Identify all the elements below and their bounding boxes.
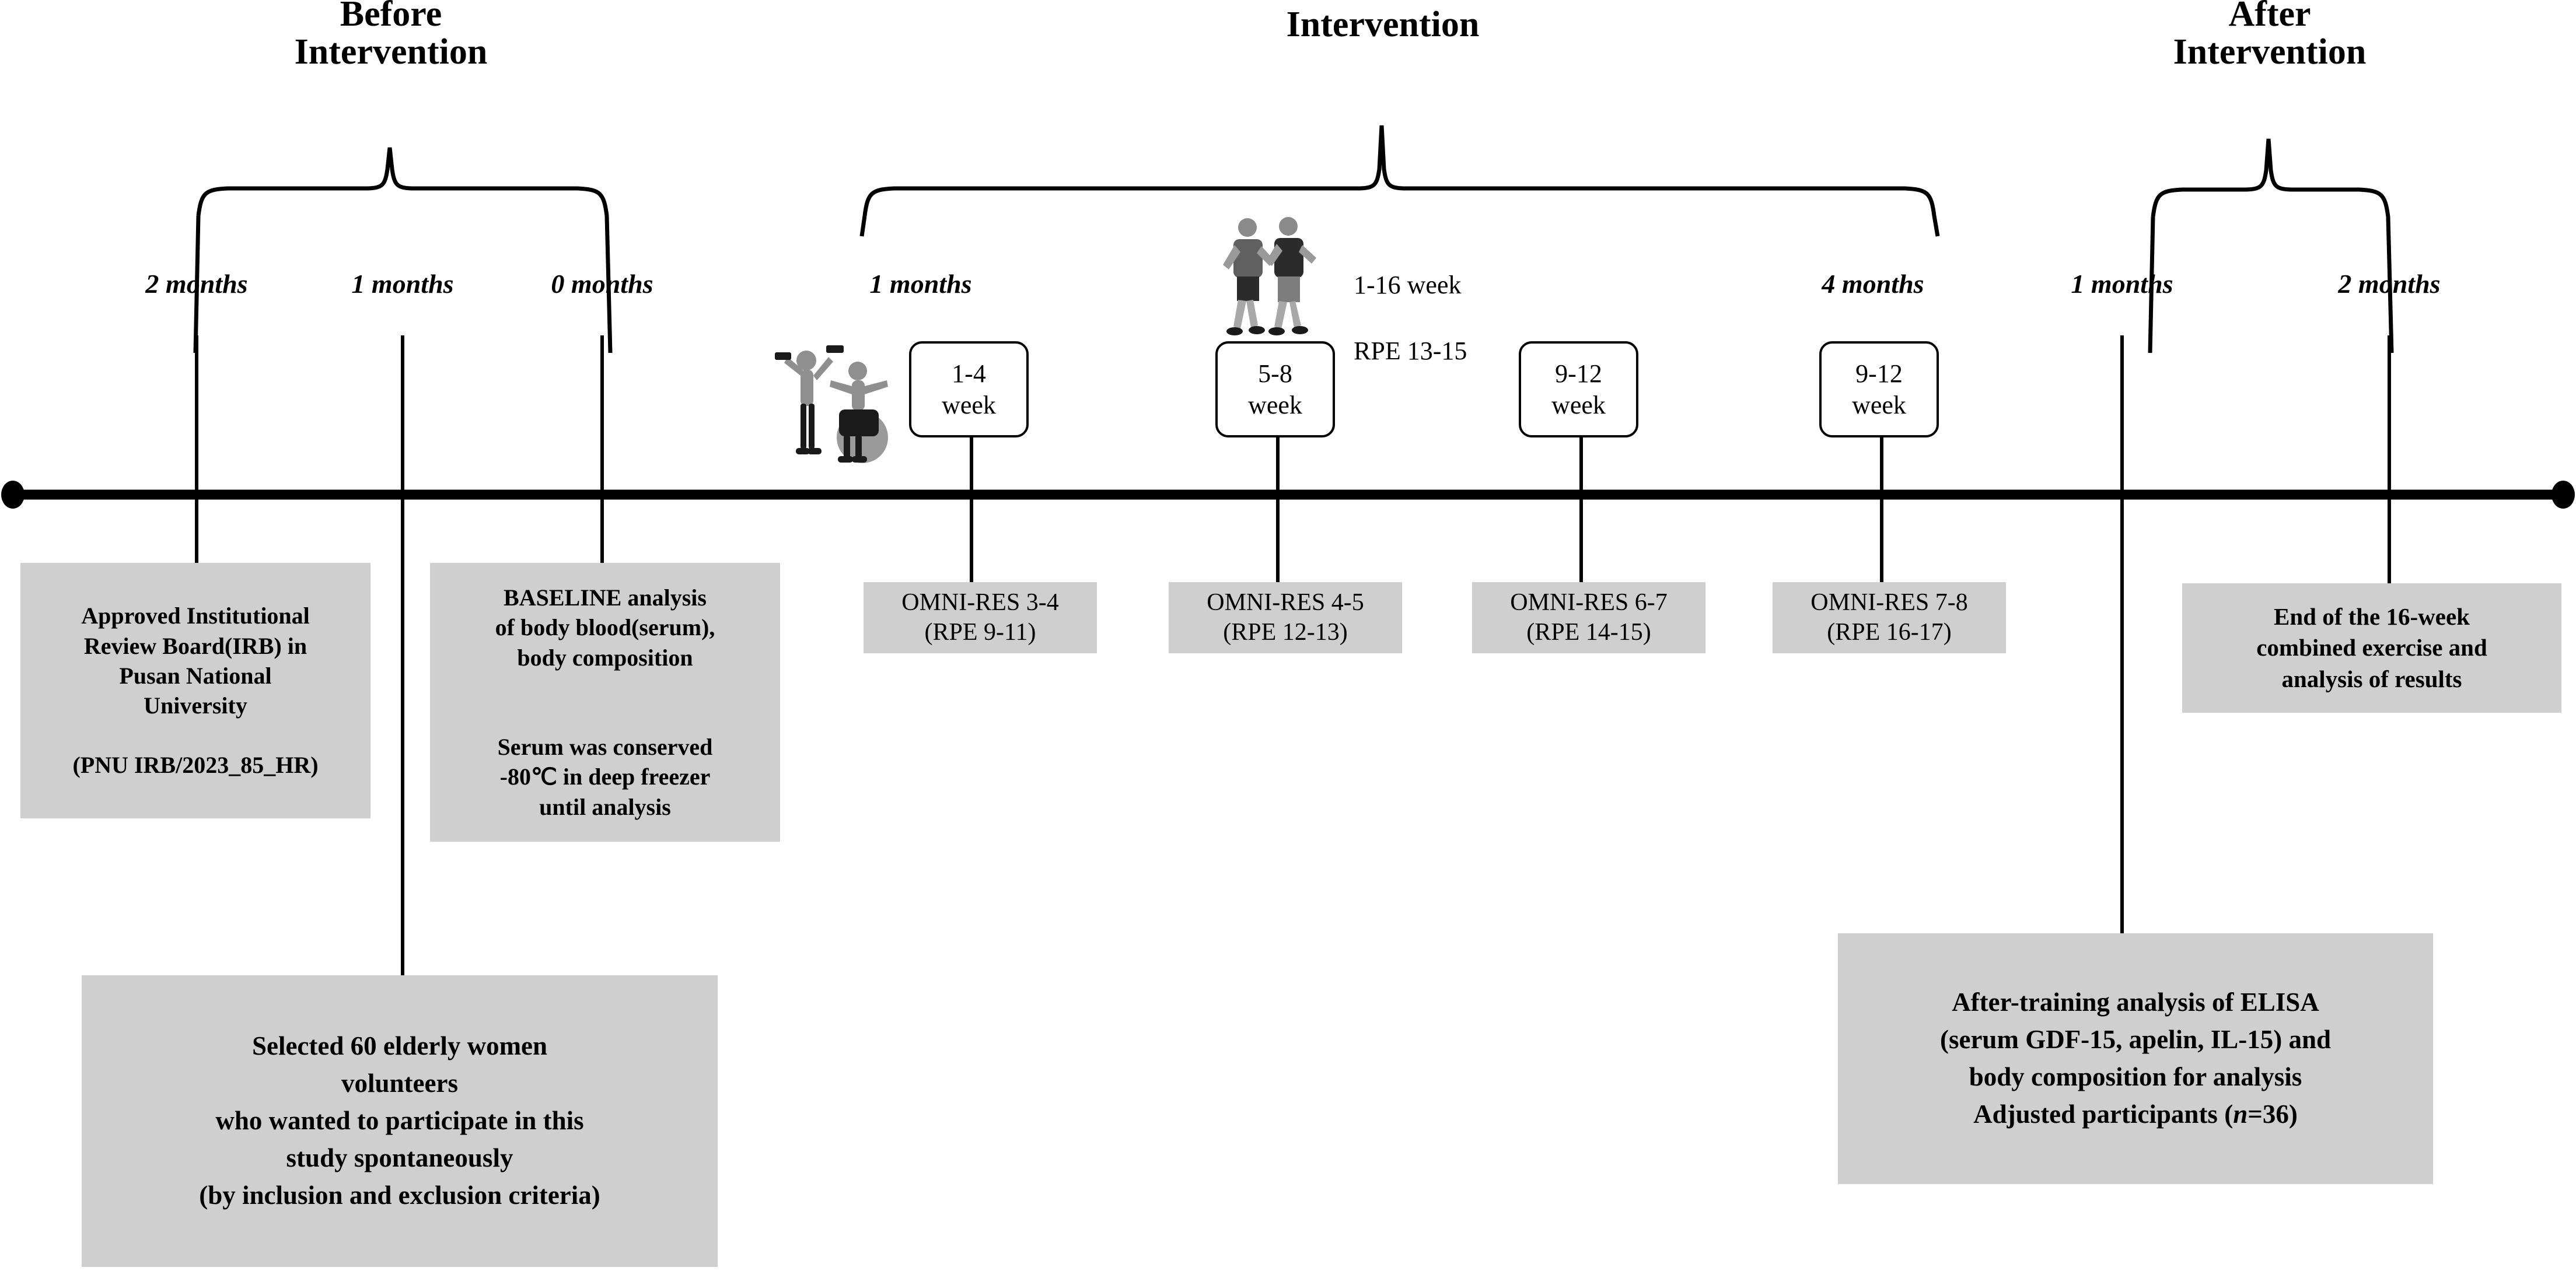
phase-title-intervention: Intervention: [1286, 5, 1480, 44]
after-training-line-3: body composition for analysis: [1969, 1062, 2302, 1091]
omni-res-box-2[interactable]: OMNI-RES 4-5 (RPE 12-13): [1169, 582, 1402, 653]
month-label-2: 0 months: [551, 269, 653, 299]
omni-res-rpe: (RPE 14-15): [1526, 619, 1651, 646]
week-box-unit: week: [1551, 390, 1606, 419]
omni-res-rpe: (RPE 16-17): [1827, 619, 1952, 646]
after-training-suffix: =36): [2248, 1099, 2298, 1129]
week-box-unit: week: [1248, 390, 1302, 419]
resistance-exercise-icon: [770, 327, 904, 472]
omni-res-box-1[interactable]: OMNI-RES 3-4 (RPE 9-11): [864, 582, 1097, 653]
week-box-range: 9-12: [1855, 359, 1903, 388]
recruitment-box[interactable]: Selected 60 elderly women volunteers who…: [82, 975, 718, 1267]
participant-count-symbol: n: [2233, 1099, 2248, 1129]
phase-title-after: After Intervention: [2173, 0, 2367, 72]
brace-intervention: [859, 125, 1940, 237]
month-label-1: 1 months: [351, 269, 454, 299]
brace-after-intervention: [2148, 138, 2394, 353]
month-label-3: 1 months: [869, 269, 972, 299]
omni-res-rpe: (RPE 12-13): [1223, 619, 1348, 646]
omni-res-rpe: (RPE 9-11): [924, 619, 1036, 646]
walking-exercise-icon: [1214, 210, 1330, 344]
week-box-2[interactable]: 5-8 week: [1215, 341, 1335, 437]
timeline-axis: [1, 481, 2575, 509]
irb-approval-box[interactable]: Approved Institutional Review Board(IRB)…: [20, 563, 371, 818]
week-box-4[interactable]: 9-12 week: [1819, 341, 1939, 437]
week-box-range: 9-12: [1555, 359, 1602, 388]
week-box-3[interactable]: 9-12 week: [1519, 341, 1638, 437]
aerobic-note-line-1: 1-16 week: [1354, 271, 1462, 300]
after-training-line-4: Adjusted participants (n=36): [1973, 1096, 2298, 1133]
omni-res-box-4[interactable]: OMNI-RES 7-8 (RPE 16-17): [1773, 582, 2006, 653]
week-box-range: 1-4: [952, 359, 986, 388]
phase-title-before: Before Intervention: [294, 0, 488, 72]
week-box-range: 5-8: [1258, 359, 1292, 388]
week-box-1[interactable]: 1-4 week: [909, 341, 1029, 437]
month-label-5: 1 months: [2071, 269, 2173, 299]
month-label-6: 2 months: [2338, 269, 2441, 299]
baseline-analysis-box[interactable]: BASELINE analysis of body blood(serum), …: [430, 563, 780, 842]
month-label-0: 2 months: [145, 269, 248, 299]
end-of-program-box[interactable]: End of the 16-week combined exercise and…: [2182, 583, 2561, 713]
month-label-4: 4 months: [1822, 269, 1924, 299]
aerobic-note-line-2: RPE 13-15: [1354, 336, 1467, 365]
omni-res-scale: OMNI-RES 6-7: [1510, 589, 1668, 616]
omni-res-scale: OMNI-RES 4-5: [1207, 589, 1364, 616]
after-training-analysis-box[interactable]: After-training analysis of ELISA (serum …: [1838, 933, 2433, 1184]
aerobic-program-note: 1-16 week RPE 13-15: [1354, 236, 1657, 401]
week-box-unit: week: [942, 390, 996, 419]
after-training-prefix: Adjusted participants (: [1973, 1099, 2234, 1129]
brace-before-intervention: [193, 147, 613, 353]
omni-res-scale: OMNI-RES 7-8: [1810, 589, 1968, 616]
omni-res-box-3[interactable]: OMNI-RES 6-7 (RPE 14-15): [1472, 582, 1705, 653]
after-training-line-1: After-training analysis of ELISA: [1952, 988, 2319, 1017]
after-training-line-2: (serum GDF-15, apelin, IL-15) and: [1939, 1025, 2331, 1055]
week-box-unit: week: [1852, 390, 1906, 419]
omni-res-scale: OMNI-RES 3-4: [901, 589, 1059, 616]
